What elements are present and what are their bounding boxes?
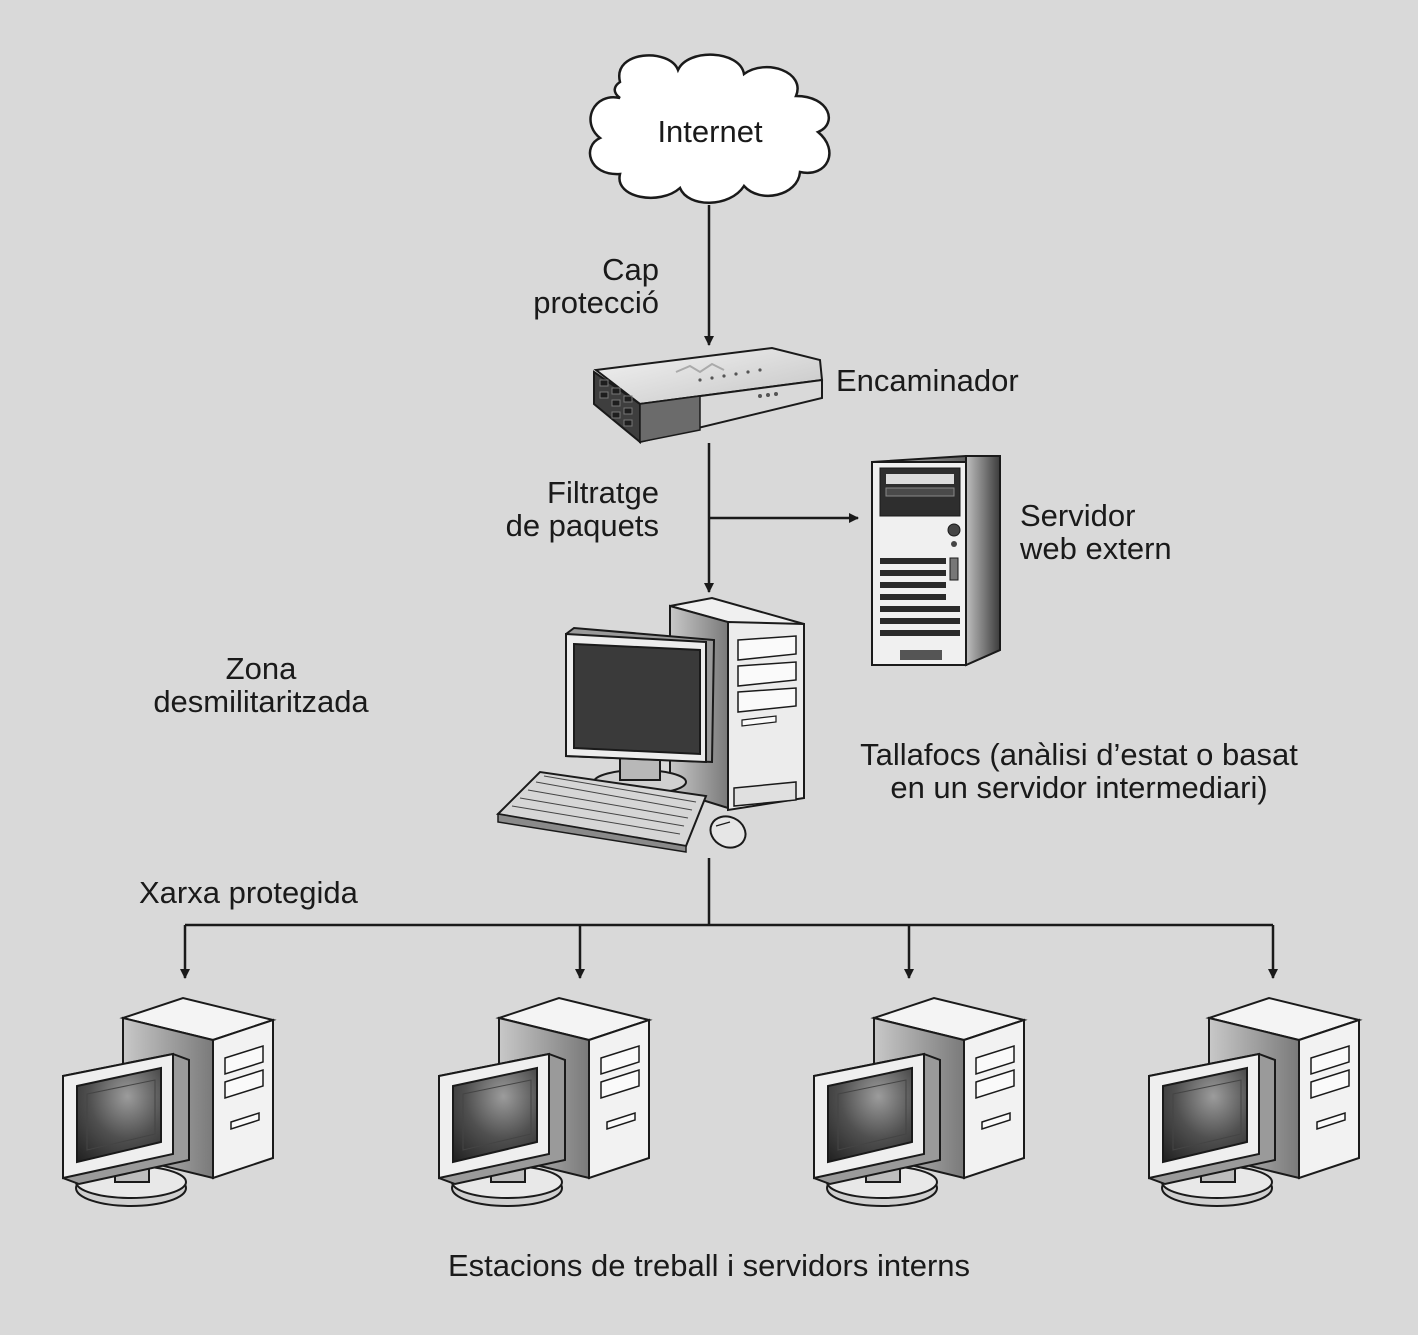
workstation-icon [813, 997, 1025, 1207]
firewall-label: Tallafocs (anàlisi d’estat o basat en un… [860, 737, 1298, 805]
cloud-icon [588, 53, 831, 204]
internet-label: Internet [657, 114, 763, 149]
server-tower-icon [871, 455, 1001, 667]
desktop-computer-icon [495, 596, 805, 853]
no-protection-label: Cap protecció [533, 252, 659, 320]
dmz-label: Zona desmilitaritzada [153, 651, 369, 719]
router-icon [593, 346, 824, 445]
workstation-icon [1148, 997, 1360, 1207]
connectors [180, 205, 1278, 979]
packet-filtering-label: Filtratge de paquets [505, 475, 659, 543]
workstations [62, 997, 1360, 1207]
router-label: Encaminador [836, 363, 1019, 398]
protected-network-label: Xarxa protegida [139, 875, 358, 910]
workstation-icon [62, 997, 274, 1207]
workstation-icon [438, 997, 650, 1207]
workstations-label: Estacions de treball i servidors interns [447, 1248, 971, 1283]
web-server-label: Servidor web extern [1020, 498, 1172, 566]
